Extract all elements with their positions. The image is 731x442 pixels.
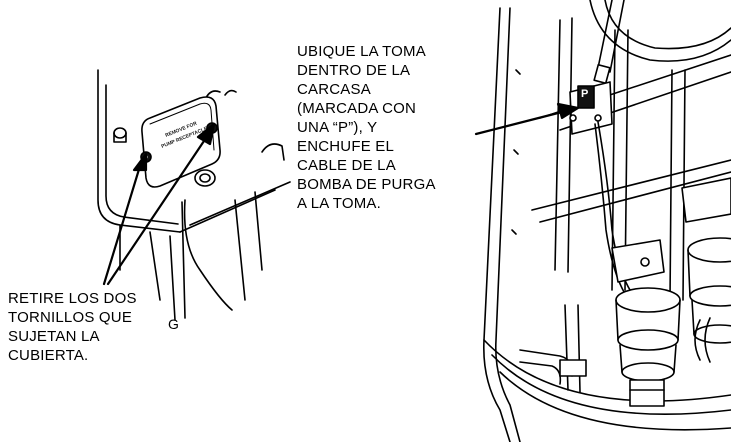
part-mark-g: G (168, 316, 179, 332)
callout-line: CUBIERTA. (8, 347, 89, 364)
receptacle-arrow (474, 102, 580, 136)
callout-line: TORNILLOS QUE (8, 309, 133, 326)
callout-line: CABLE DE LA (297, 157, 396, 174)
callout-line: (MARCADA CON (297, 100, 417, 117)
locate-receptacle-callout: UBIQUE LA TOMA DENTRO DE LA CARCASA (MAR… (297, 42, 436, 213)
cover-detail: REMOVE FOR PUMP RECEPTACLE (97, 69, 291, 321)
callout-line: CARCASA (297, 81, 371, 98)
unit-interior (483, 0, 731, 442)
purge-pump-right (681, 177, 731, 344)
callout-line: RETIRE LOS DOS (8, 290, 137, 307)
screw-arrows (102, 122, 216, 286)
callout-line: BOMBA DE PURGA (297, 176, 436, 193)
callout-line: SUJETAN LA (8, 328, 100, 345)
callout-line: A LA TOMA. (297, 195, 381, 212)
callout-line: ENCHUFE EL (297, 138, 395, 155)
purge-pump-left (611, 239, 681, 407)
pump-receptacle-cover: REMOVE FOR PUMP RECEPTACLE (141, 96, 221, 188)
callout-line: UNA “P”), Y (297, 119, 378, 136)
callout-line: DENTRO DE LA (297, 62, 411, 79)
receptacle-mark-p: P (581, 88, 589, 100)
receptacle-p (577, 85, 595, 109)
receptacle-housing (569, 81, 613, 135)
callout-line: UBIQUE LA TOMA (297, 43, 426, 60)
remove-screws-callout: RETIRE LOS DOS TORNILLOS QUE SUJETAN LA … (8, 289, 137, 365)
